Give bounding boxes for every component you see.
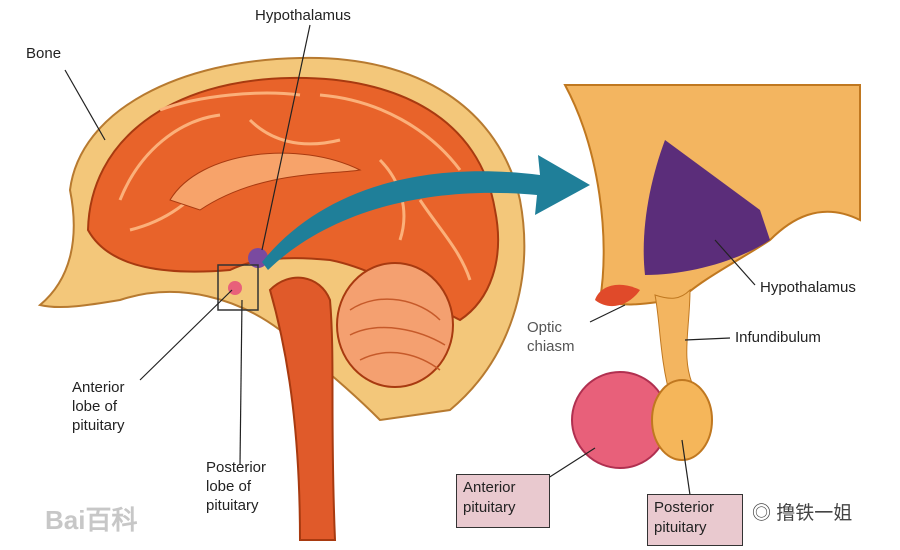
label-hypothalamus-top: Hypothalamus bbox=[255, 7, 351, 24]
cerebrum bbox=[86, 76, 499, 322]
wechat-watermark: ◎ 撸铁一姐 bbox=[752, 498, 852, 525]
label-line: Optic bbox=[527, 319, 563, 336]
zoom-arrow bbox=[262, 155, 590, 270]
label-line: Posterior bbox=[654, 499, 715, 516]
label-hypothalamus-right: Hypothalamus bbox=[760, 279, 856, 296]
baidu-watermark: Bai百科 bbox=[45, 505, 138, 535]
label-line: Posterior bbox=[206, 459, 267, 476]
label-anterior-lobe: Anterior lobe of pituitary bbox=[72, 378, 125, 435]
label-optic-chiasm: Optic chiasm bbox=[527, 318, 575, 356]
label-line: pituitary bbox=[72, 417, 125, 434]
label-line: Anterior bbox=[72, 379, 125, 396]
posterior-pituitary-shape bbox=[651, 379, 713, 461]
label-infundibulum: Infundibulum bbox=[735, 329, 821, 346]
wechat-icon: ◎ bbox=[752, 503, 777, 524]
pituitary-small bbox=[228, 281, 242, 295]
brainstem bbox=[268, 276, 337, 541]
label-anterior-pituitary: Anterior pituitary bbox=[456, 474, 550, 528]
label-bone: Bone bbox=[26, 45, 62, 62]
label-line: pituitary bbox=[206, 497, 259, 514]
infundibulum-shape bbox=[654, 288, 696, 396]
cerebellum bbox=[336, 262, 454, 388]
corpus-callosum bbox=[169, 152, 362, 211]
label-line: chiasm bbox=[527, 338, 575, 355]
label-line: Anterior bbox=[463, 479, 516, 496]
optic-chiasm-shape bbox=[595, 284, 640, 307]
label-posterior-lobe: Posterior lobe of pituitary bbox=[206, 458, 266, 515]
hypothalamus-large bbox=[643, 140, 770, 275]
label-posterior-pituitary: Posterior pituitary bbox=[647, 494, 743, 546]
label-line: lobe of bbox=[206, 478, 252, 495]
label-line: pituitary bbox=[463, 499, 516, 516]
label-line: lobe of bbox=[72, 398, 118, 415]
wechat-watermark-text: 撸铁一姐 bbox=[776, 503, 853, 524]
leader-lines bbox=[64, 24, 756, 496]
label-line: pituitary bbox=[654, 519, 707, 536]
zoom-box bbox=[217, 264, 259, 311]
